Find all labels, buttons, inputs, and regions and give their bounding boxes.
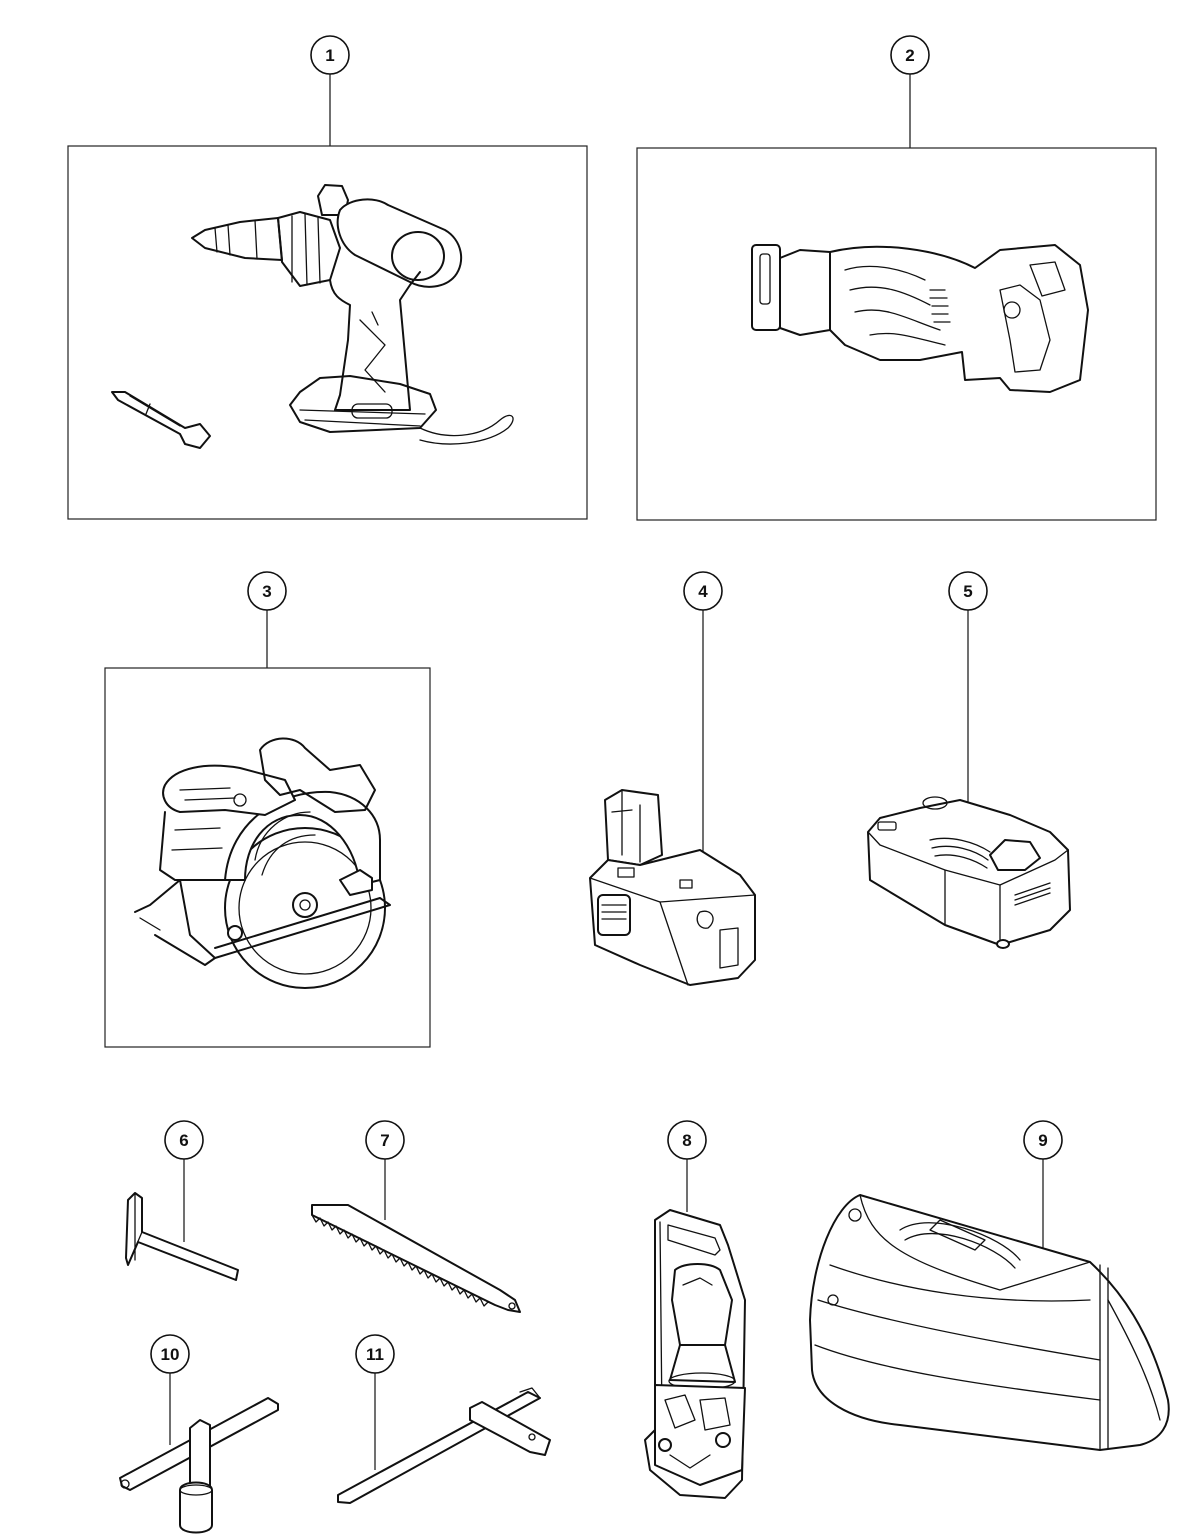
callout-circle-7[interactable]	[365, 1120, 405, 1160]
circular-saw-icon	[134, 737, 391, 989]
callout-circle-10[interactable]	[150, 1334, 190, 1374]
callout-label-9: 9	[1038, 1131, 1047, 1150]
reciprocating-saw-icon	[751, 244, 1089, 393]
frame-3	[104, 667, 431, 1048]
callout-circle-11[interactable]	[355, 1334, 395, 1374]
callout-label-2: 2	[905, 46, 914, 65]
callout-label-4: 4	[698, 582, 708, 601]
tool-bag-icon	[809, 1194, 1170, 1451]
item-11-blade-wrench-group: 11	[337, 1334, 551, 1504]
callout-circle-3[interactable]	[247, 571, 287, 611]
callout-circle-2[interactable]	[890, 35, 930, 75]
item-8-flashlight-group: 8	[644, 1120, 746, 1499]
callout-label-7: 7	[380, 1131, 389, 1150]
callout-label-6: 6	[179, 1131, 188, 1150]
socket-wrench-icon	[119, 1397, 279, 1534]
callout-circle-5[interactable]	[948, 571, 988, 611]
callout-circle-9[interactable]	[1023, 1120, 1063, 1160]
charger-icon	[867, 796, 1071, 949]
callout-label-3: 3	[262, 582, 271, 601]
item-3-circular-saw-group: 3	[104, 571, 431, 1048]
frame-1	[67, 145, 588, 520]
item-2-saw-group: 2	[636, 35, 1157, 521]
callout-label-1: 1	[325, 46, 334, 65]
item-1-drill-group: 1	[67, 35, 588, 520]
item-5-charger-group: 5	[867, 571, 1071, 949]
hex-key-icon	[125, 1192, 239, 1281]
blade-wrench-icon	[337, 1387, 551, 1504]
saw-blade-icon	[311, 1204, 521, 1313]
callout-label-8: 8	[682, 1131, 691, 1150]
callout-label-11: 11	[366, 1345, 384, 1364]
callout-circle-8[interactable]	[667, 1120, 707, 1160]
drill-icon	[111, 184, 514, 449]
item-9-bag-group: 9	[809, 1120, 1170, 1451]
item-7-blade-group: 7	[311, 1120, 521, 1313]
item-4-battery-group: 4	[589, 571, 756, 986]
item-6-hex-key-group: 6	[125, 1120, 239, 1281]
flashlight-icon	[644, 1209, 746, 1499]
callout-label-10: 10	[161, 1345, 180, 1364]
callout-circle-4[interactable]	[683, 571, 723, 611]
callout-label-5: 5	[963, 582, 972, 601]
callout-circle-1[interactable]	[310, 35, 350, 75]
frame-2	[636, 147, 1157, 521]
callout-circle-6[interactable]	[164, 1120, 204, 1160]
battery-icon	[589, 789, 756, 986]
item-10-socket-wrench-group: 10	[119, 1334, 279, 1534]
